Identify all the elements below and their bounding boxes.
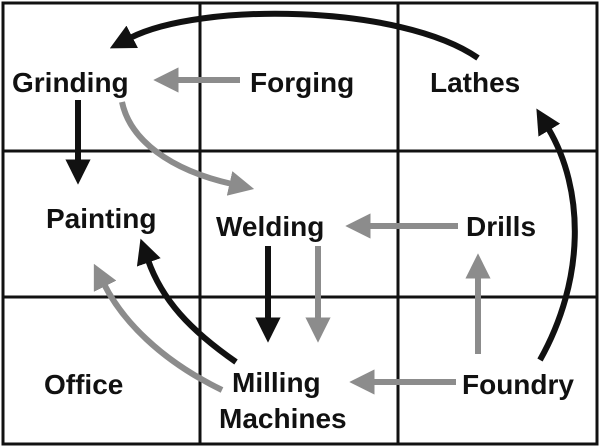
- label-milling-line1: Milling: [232, 367, 321, 398]
- label-welding: Welding: [216, 211, 324, 242]
- arrow-milling-to-painting-black: [136, 238, 238, 365]
- labels: Grinding Forging Lathes Painting Welding…: [12, 67, 574, 434]
- arrow-lathes-to-grinding: [109, 10, 480, 61]
- label-milling-line2: Machines: [219, 403, 347, 434]
- label-office: Office: [44, 369, 123, 400]
- label-painting: Painting: [46, 203, 156, 234]
- arrow-grinding-to-welding: [119, 101, 255, 196]
- label-foundry: Foundry: [462, 369, 574, 400]
- arrows: [65, 10, 578, 395]
- label-grinding: Grinding: [12, 67, 129, 98]
- label-drills: Drills: [466, 211, 536, 242]
- arrow-milling-to-painting-gray: [93, 263, 224, 393]
- label-forging: Forging: [250, 67, 354, 98]
- label-lathes: Lathes: [430, 67, 520, 98]
- arrow-foundry-to-lathes: [536, 108, 578, 362]
